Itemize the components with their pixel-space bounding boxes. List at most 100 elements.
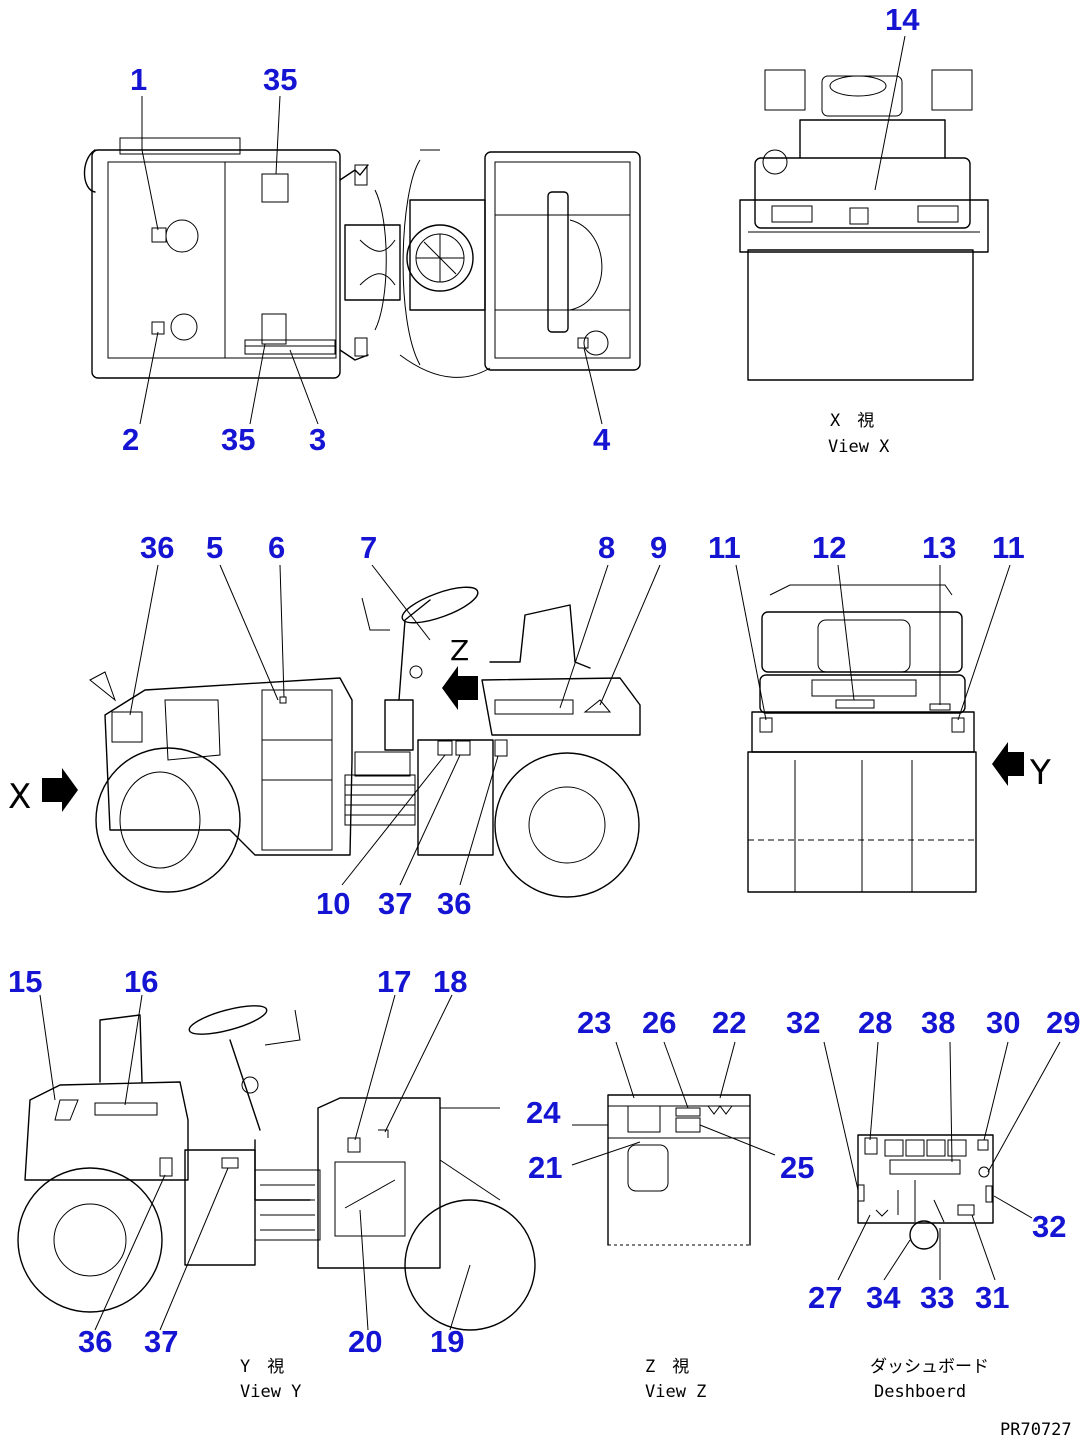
callout-16: 16 bbox=[124, 964, 158, 999]
vx-leader-14 bbox=[874, 35, 906, 191]
vy-label-36 bbox=[159, 1157, 173, 1177]
db-leader-30 bbox=[983, 1041, 1009, 1141]
callout-38: 38 bbox=[921, 1005, 955, 1040]
top-leader-35b bbox=[249, 343, 266, 425]
db-leader-31 bbox=[971, 1214, 996, 1281]
callout-35-top: 35 bbox=[263, 62, 297, 97]
view-z-caption-jp: Z 視 bbox=[645, 1357, 689, 1377]
top-rear-lip bbox=[119, 137, 241, 155]
vx-mirror-right bbox=[931, 69, 973, 111]
rv-cabin bbox=[761, 611, 963, 673]
vy-lever bbox=[264, 1009, 301, 1046]
side-front-drum bbox=[494, 752, 640, 898]
db-panel bbox=[857, 1134, 994, 1224]
vz-leader-25 bbox=[699, 1124, 776, 1156]
callout-11-left: 11 bbox=[708, 530, 741, 565]
top-label-4 bbox=[577, 337, 589, 349]
side-label-36a bbox=[111, 711, 143, 743]
callout-7: 7 bbox=[360, 530, 377, 565]
vx-mirror-left bbox=[764, 69, 806, 111]
dashboard-view: 32 28 38 30 29 32 27 34 33 31 ダッシュボード De… bbox=[786, 1005, 1080, 1402]
rv-leader-11a bbox=[735, 564, 767, 721]
vx-drum bbox=[747, 249, 974, 381]
view-y-caption-jp: Y 視 bbox=[240, 1357, 284, 1377]
callout-2: 2 bbox=[122, 422, 139, 457]
arrow-y-label: Y bbox=[1029, 753, 1051, 793]
dashboard-caption-jp: ダッシュボード bbox=[870, 1357, 989, 1377]
top-front-cap bbox=[583, 330, 609, 356]
vy-leader-19 bbox=[449, 1264, 471, 1331]
side-joint-top bbox=[354, 751, 411, 777]
top-front-body-outline bbox=[484, 151, 641, 371]
vy-leader-17 bbox=[354, 994, 396, 1141]
callout-14: 14 bbox=[885, 2, 920, 37]
side-leader-36b bbox=[459, 755, 499, 886]
db-leader-28 bbox=[869, 1041, 879, 1141]
view-y: 15 16 17 18 36 37 20 19 Y 視 View Y bbox=[8, 964, 536, 1402]
callout-26: 26 bbox=[642, 1005, 676, 1040]
callout-27: 27 bbox=[808, 1280, 842, 1315]
vz-panel bbox=[607, 1094, 751, 1246]
top-joint-frame bbox=[344, 224, 401, 301]
db-leader-34 bbox=[883, 1239, 911, 1281]
top-hinge-block-2 bbox=[354, 337, 368, 357]
rv-leader-11b bbox=[957, 564, 1011, 721]
callout-32-top: 32 bbox=[786, 1005, 820, 1040]
vy-label-37 bbox=[221, 1157, 239, 1169]
side-label-8 bbox=[494, 699, 574, 715]
vz-leader-26 bbox=[663, 1041, 689, 1109]
vy-label-16 bbox=[94, 1102, 158, 1116]
vy-leader-16 bbox=[124, 994, 143, 1106]
db-label-38 bbox=[889, 1159, 961, 1175]
vz-leader-22 bbox=[719, 1041, 736, 1099]
top-steering-wheel bbox=[406, 224, 474, 292]
callout-12: 12 bbox=[812, 530, 846, 565]
side-leader-10 bbox=[341, 754, 446, 886]
rv-hood bbox=[759, 674, 966, 714]
vx-hood bbox=[754, 157, 971, 229]
top-step-plate bbox=[244, 339, 336, 355]
vy-leader-15 bbox=[39, 994, 56, 1101]
side-label-10 bbox=[455, 740, 471, 756]
rear-view: Y 11 12 13 11 bbox=[708, 530, 1051, 893]
callout-1: 1 bbox=[130, 62, 147, 97]
top-leader-2 bbox=[139, 331, 159, 425]
side-view: X Z 36 5 6 7 8 9 10 37 36 bbox=[8, 530, 667, 921]
view-z-caption-en: View Z bbox=[645, 1382, 706, 1402]
top-front-curve bbox=[569, 219, 603, 311]
side-leader-5 bbox=[219, 564, 279, 701]
vz-label-22 bbox=[707, 1105, 733, 1115]
side-rear-drum bbox=[95, 747, 241, 893]
top-leader-3 bbox=[289, 349, 319, 425]
callout-25: 25 bbox=[780, 1150, 814, 1185]
callout-3: 3 bbox=[309, 422, 326, 457]
vx-hose bbox=[762, 149, 788, 175]
top-joint-detail bbox=[359, 239, 396, 286]
vy-label-20 bbox=[344, 1179, 396, 1209]
vy-joint bbox=[254, 1169, 321, 1241]
side-rear-drum-inner bbox=[119, 771, 201, 869]
db-gauge-2 bbox=[905, 1139, 925, 1157]
side-leader-6 bbox=[279, 564, 285, 698]
callout-37-side: 37 bbox=[378, 886, 412, 921]
vz-leader-23 bbox=[615, 1041, 635, 1099]
vy-seat-body bbox=[24, 1081, 189, 1181]
top-front-links bbox=[399, 149, 491, 378]
top-tank-cap-1 bbox=[165, 219, 199, 253]
db-label-29 bbox=[978, 1166, 990, 1178]
top-steering-spokes bbox=[416, 234, 464, 282]
db-leader-32a bbox=[823, 1041, 859, 1191]
callout-21: 21 bbox=[528, 1150, 562, 1185]
side-front-panel bbox=[417, 739, 494, 856]
rv-leader-12 bbox=[837, 564, 855, 701]
side-engine-body bbox=[104, 677, 353, 856]
vy-seat bbox=[99, 1014, 143, 1083]
rv-label-11a bbox=[759, 717, 773, 733]
vx-label-14 bbox=[849, 207, 869, 225]
db-label-32a bbox=[857, 1184, 865, 1202]
callout-36-view-y: 36 bbox=[78, 1324, 112, 1359]
callout-18: 18 bbox=[433, 964, 467, 999]
db-leader-29 bbox=[987, 1041, 1061, 1173]
vx-frame bbox=[739, 199, 989, 253]
